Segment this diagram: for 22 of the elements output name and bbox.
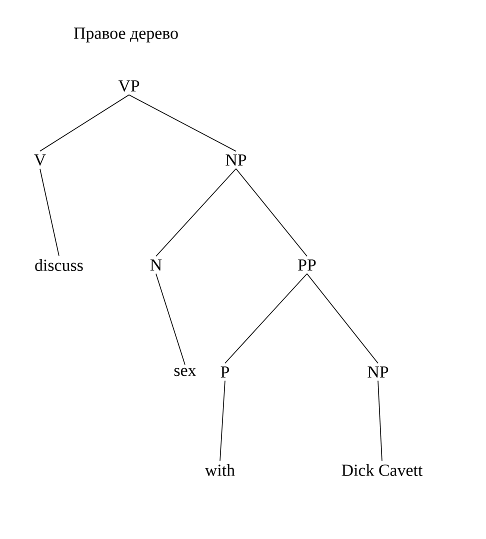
- tree-node-label: Dick Cavett: [342, 464, 423, 476]
- tree-node-label: P: [220, 366, 230, 378]
- tree-node-label: NP: [368, 366, 388, 378]
- tree-title: Правое дерево: [74, 28, 178, 42]
- tree-branch: [40, 94, 130, 152]
- tree-branch: [220, 380, 226, 462]
- tree-node-label: V: [34, 154, 46, 166]
- tree-branch: [306, 273, 378, 364]
- tree-node-label: with: [204, 464, 235, 476]
- tree-node-label: NP: [226, 154, 246, 166]
- tree-branch: [236, 168, 308, 257]
- tree-branch: [156, 273, 186, 366]
- tree-branch: [378, 380, 382, 462]
- tree-node-label: PP: [298, 259, 316, 271]
- tree-node-label: discuss: [35, 259, 83, 271]
- tree-branch: [128, 94, 236, 152]
- tree-branch: [224, 273, 308, 364]
- tree-branch: [156, 168, 236, 257]
- tree-node-label: N: [150, 259, 162, 271]
- tree-branch: [40, 168, 60, 256]
- tree-node-label: VP: [118, 80, 140, 92]
- tree-node-label: sex: [174, 368, 196, 376]
